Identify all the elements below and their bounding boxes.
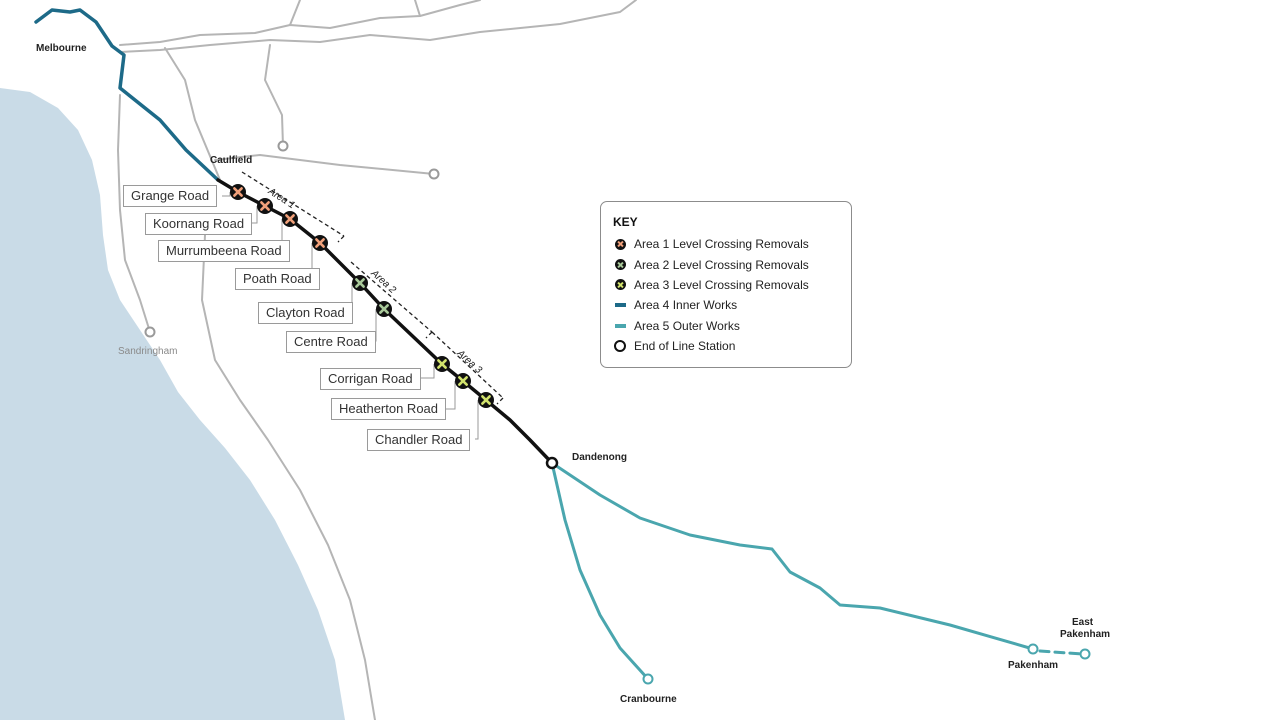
road-label-koornang-road: Koornang Road	[145, 213, 253, 235]
area-5-outer-works-lines	[550, 461, 1084, 681]
key-item-area-2: Area 2 Level Crossing Removals	[613, 254, 839, 274]
key-item-area-4: Area 4 Inner Works	[613, 295, 839, 315]
area-brackets	[241, 171, 504, 405]
outer-works-line-icon	[613, 319, 627, 333]
crossing-marker-icon	[434, 356, 450, 372]
area-4-inner-works-line	[34, 8, 220, 182]
port-phillip-bay	[0, 88, 345, 720]
key-item-label: Area 5 Outer Works	[634, 318, 740, 333]
inner-works-line-icon	[613, 298, 627, 312]
road-label-murrumbeena-road: Murrumbeena Road	[158, 240, 290, 262]
key-item-label: Area 4 Inner Works	[634, 298, 738, 313]
key-item-label: End of Line Station	[634, 339, 736, 354]
crossing-markers	[230, 184, 494, 408]
leader-line	[418, 364, 435, 379]
label-melbourne: Melbourne	[36, 43, 87, 54]
road-label-heatherton-road: Heatherton Road	[331, 398, 447, 420]
crossing-marker-icon	[376, 301, 392, 317]
crossing-marker-icon	[455, 373, 471, 389]
other-rail-lines	[117, 0, 637, 720]
area-2-cross-icon	[613, 258, 627, 272]
road-label-grange-road: Grange Road	[123, 185, 218, 207]
label-east-pakenham-line2: Pakenham	[1060, 629, 1111, 640]
area-1-cross-icon	[613, 237, 627, 251]
east-pakenham-station-ring	[1079, 648, 1091, 660]
leader-line	[475, 400, 479, 440]
key-item-area-1: Area 1 Level Crossing Removals	[613, 234, 839, 254]
label-caulfield: Caulfield	[210, 155, 253, 166]
minor-end-stations	[144, 140, 440, 338]
key-item-label: Area 1 Level Crossing Removals	[634, 237, 809, 252]
road-label-centre-road: Centre Road	[286, 331, 376, 353]
crossing-marker-icon	[257, 198, 273, 214]
area-3-cross-icon	[613, 278, 627, 292]
key-item-area-5: Area 5 Outer Works	[613, 316, 839, 336]
key-item-label: Area 2 Level Crossing Removals	[634, 257, 809, 272]
crossing-marker-icon	[478, 392, 494, 408]
label-sandringham: Sandringham	[118, 346, 178, 357]
road-label-poath-road: Poath Road	[235, 268, 320, 290]
crossing-marker-icon	[282, 211, 298, 227]
road-label-corrigan-road: Corrigan Road	[320, 368, 421, 390]
key-title: KEY	[613, 215, 638, 229]
cranbourne-station-ring	[642, 673, 654, 685]
label-east-pakenham-line1: East	[1072, 617, 1094, 628]
label-pakenham: Pakenham	[1008, 660, 1059, 671]
pakenham-station-ring	[1027, 643, 1039, 655]
leader-line	[222, 192, 231, 197]
label-cranbourne: Cranbourne	[620, 694, 677, 705]
crossing-marker-icon	[230, 184, 246, 200]
crossing-marker-icon	[352, 275, 368, 291]
crossing-marker-icon	[312, 235, 328, 251]
map-key: KEY Area 1 Level Crossing Removals Area …	[600, 201, 852, 368]
leader-line	[445, 381, 456, 410]
end-station-ring-icon	[613, 339, 627, 353]
label-dandenong: Dandenong	[572, 452, 627, 463]
dandenong-station-ring	[545, 456, 559, 470]
road-label-chandler-road: Chandler Road	[367, 429, 471, 451]
road-label-clayton-road: Clayton Road	[258, 302, 353, 324]
key-item-label: Area 3 Level Crossing Removals	[634, 277, 809, 292]
key-item-end-of-line: End of Line Station	[613, 336, 839, 356]
key-item-area-3: Area 3 Level Crossing Removals	[613, 275, 839, 295]
